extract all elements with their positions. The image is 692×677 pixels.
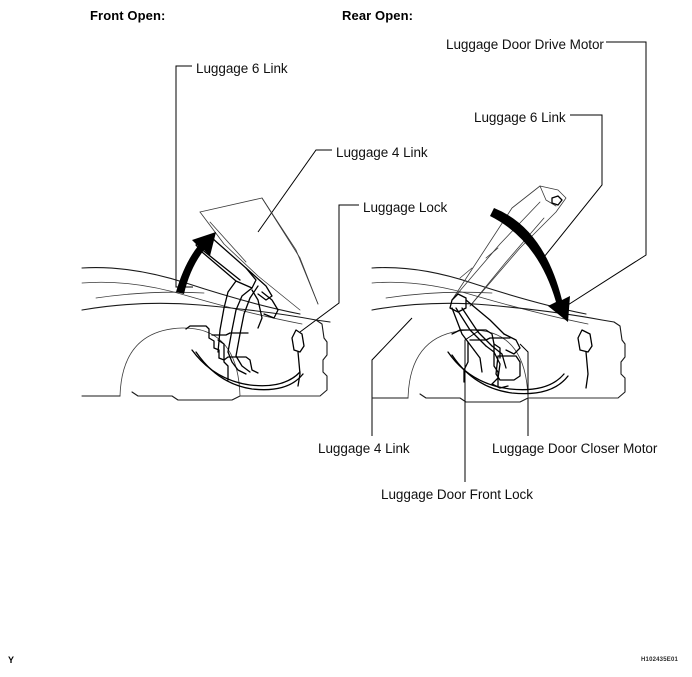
leader-left-luggage-6-link: [175, 65, 193, 288]
inner-structure-left: [185, 325, 304, 391]
heading-rear-open: Rear Open:: [342, 8, 414, 23]
leader-left-luggage-4-link: [257, 149, 332, 233]
leader-right-luggage-4-link: [371, 317, 413, 436]
figure-code: H102435E01: [641, 657, 679, 663]
opening-direction-arrow-right: [490, 208, 570, 322]
linkage-mechanism-left: [195, 237, 305, 387]
label-drive-motor: Luggage Door Drive Motor: [446, 37, 604, 52]
leader-front-lock: [464, 329, 481, 482]
leader-left-luggage-lock: [299, 204, 359, 333]
linkage-mechanism-right: [449, 293, 593, 389]
vehicle-body-outline-left: [81, 267, 331, 401]
label-left-luggage-4-link: Luggage 4 Link: [336, 145, 428, 160]
corner-mark: Y: [8, 655, 15, 665]
label-closer-motor: Luggage Door Closer Motor: [492, 441, 658, 456]
leader-closer-motor: [519, 343, 529, 436]
opening-direction-arrow-left: [176, 232, 216, 294]
label-left-luggage-lock: Luggage Lock: [363, 200, 448, 215]
heading-front-open: Front Open:: [90, 8, 166, 23]
label-right-luggage-6-link: Luggage 6 Link: [474, 110, 566, 125]
vehicle-body-outline-right: [371, 267, 626, 403]
luggage-door-panel-right: [451, 185, 567, 307]
label-left-luggage-6-link: Luggage 6 Link: [196, 61, 288, 76]
leader-right-luggage-6-link: [539, 114, 603, 263]
front-open-view: [81, 65, 359, 401]
label-front-lock: Luggage Door Front Lock: [381, 487, 533, 502]
rear-open-view: [371, 41, 647, 482]
label-right-luggage-4-link: Luggage 4 Link: [318, 441, 410, 456]
leader-drive-motor: [559, 41, 647, 311]
hood-panel-left: [199, 197, 319, 311]
